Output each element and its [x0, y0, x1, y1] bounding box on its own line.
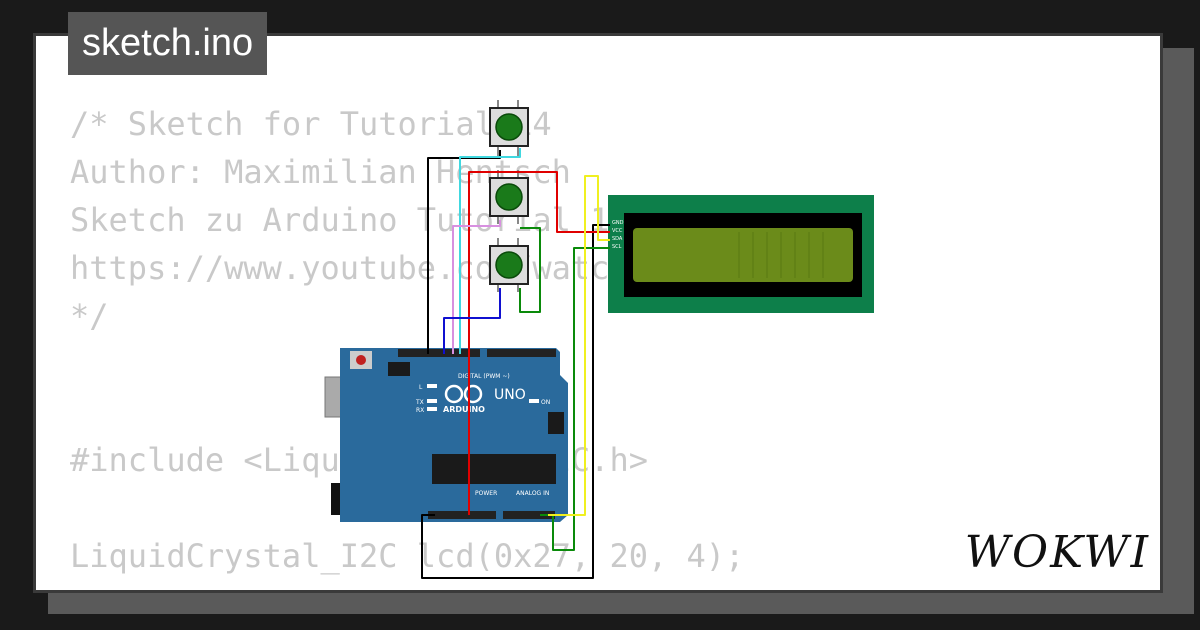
lcd-screen: [633, 228, 853, 282]
rx-led-label: RX: [416, 407, 424, 414]
lcd-pin-label: SDA: [612, 236, 623, 242]
wire-black-gnd: [421, 224, 610, 579]
digital-label: DIGITAL (PWM ~): [458, 373, 510, 380]
lcd-pin-label: GND: [612, 220, 624, 226]
file-name-tab[interactable]: sketch.ino: [68, 12, 268, 75]
uno-logo-text: UNO: [494, 387, 526, 403]
wokwi-logo: WOKWI: [964, 527, 1150, 578]
lcd-char-grid: [738, 232, 824, 278]
status-leds: [427, 384, 539, 411]
icsp-header: [548, 412, 564, 434]
wire-pink: [452, 220, 501, 354]
digital-header-left: [398, 349, 480, 357]
push-button-2[interactable]: [489, 170, 529, 224]
power-header: [428, 511, 496, 519]
push-button-3[interactable]: [489, 238, 529, 292]
power-label: POWER: [475, 490, 497, 497]
code-line: /* Sketch for Tutorial 14: [70, 105, 552, 143]
code-line: */: [70, 297, 109, 335]
tx-led-label: TX: [415, 399, 424, 406]
infinity-logo-left: [444, 384, 464, 404]
wire-blue: [443, 288, 501, 354]
lcd-pin-label: SCL: [612, 244, 622, 250]
wire-cyan: [459, 148, 521, 354]
push-button-1[interactable]: [489, 100, 529, 156]
digital-header-right: [487, 349, 556, 357]
l-led-label: L: [419, 384, 423, 391]
wire-red-vcc: [468, 171, 610, 515]
reset-button[interactable]: [356, 355, 366, 365]
icsp2-header: [388, 362, 410, 376]
on-led-label: ON: [541, 399, 550, 406]
wires: [421, 148, 610, 579]
infinity-logo-right: [463, 384, 483, 404]
arduino-uno-board[interactable]: DIGITAL (PWM ~) UNO ARDUINO ON TX RX L P…: [324, 348, 568, 522]
wire-green-button: [519, 227, 541, 313]
analog-label: ANALOG IN: [516, 490, 549, 497]
atmega-chip: [432, 454, 556, 484]
lcd-module[interactable]: GND VCC SDA SCL: [608, 195, 874, 313]
code-line: LiquidCrystal_I2C lcd(0x27, 20, 4);: [70, 537, 745, 575]
arduino-brand-text: ARDUINO: [443, 405, 485, 414]
lcd-pin-label: VCC: [612, 228, 623, 234]
wire-yellow-sda: [548, 175, 610, 516]
analog-header: [503, 511, 555, 519]
